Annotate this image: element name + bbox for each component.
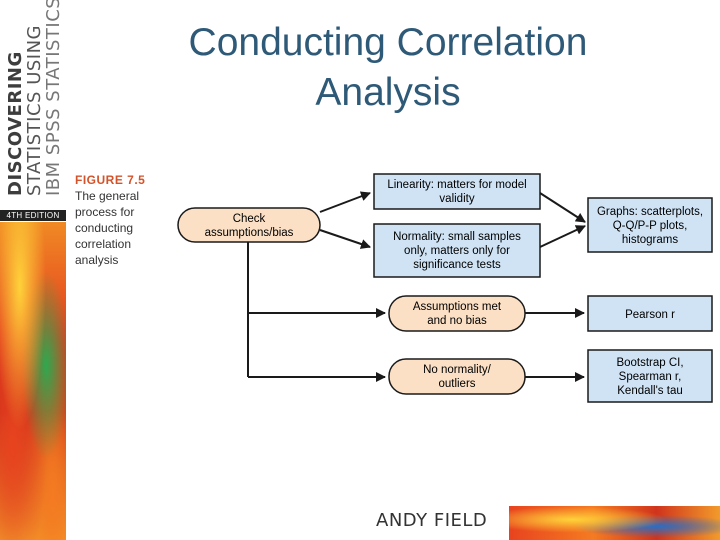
node-graphs: Graphs: scatterplots, Q-Q/P-P plots, his… [587,197,713,253]
caption-line-1: The general [75,189,140,203]
node-no-normality: No normality/ outliers [388,358,526,395]
arrow-linearity-to-graphs [539,192,586,223]
node-assumptions-met: Assumptions met and no bias [388,295,526,332]
robust-line-1: Bootstrap CI, [616,357,683,369]
connectors [247,191,586,382]
arrow-start-to-normality [319,229,371,249]
met-line-1: Assumptions met [413,301,502,313]
robust-line-3: Kendall's tau [617,385,683,397]
notmet-line-1: No normality/ [423,364,492,376]
arrow-normality-to-graphs [539,225,586,248]
arrow-start-to-linearity [319,191,371,213]
figure-number: FIGURE 7.5 [75,173,146,187]
title-line-1: Conducting Correlation [188,21,588,64]
met-line-2: and no bias [427,315,487,327]
graphs-line-1: Graphs: scatterplots, [597,206,703,218]
author-name: ANDY FIELD [376,510,488,531]
edition-label: 4TH EDITION [0,210,66,221]
start-line-2: assumptions/bias [205,227,294,239]
robust-line-2: Spearman r, [619,371,682,383]
node-pearson: Pearson r [587,295,713,332]
notmet-line-2: outliers [438,378,475,390]
caption-line-5: analysis [75,253,119,267]
normality-line-2: only, matters only for [404,245,510,257]
linearity-line-1: Linearity: matters for model [387,179,526,191]
caption-line-4: correlation [75,237,132,251]
book-spine: DISCOVERING STATISTICS USING IBM SPSS ST… [0,0,66,540]
graphs-line-3: histograms [622,234,678,246]
node-check-assumptions: Check assumptions/bias [177,207,321,243]
caption-line-2: process for [75,205,135,219]
node-robust-methods: Bootstrap CI, Spearman r, Kendall's tau [587,349,713,403]
pearson-label: Pearson r [625,309,675,321]
normality-line-1: Normality: small samples [393,231,521,243]
footer-artwork [509,506,720,540]
figure-caption: FIGURE 7.5 The general process for condu… [75,172,170,268]
graphs-line-2: Q-Q/P-P plots, [613,220,688,232]
title-line-2: Analysis [315,71,461,114]
node-normality: Normality: small samples only, matters o… [373,223,541,278]
node-linearity: Linearity: matters for model validity [373,173,541,210]
normality-line-3: significance tests [413,259,501,271]
linearity-line-2: validity [439,193,474,205]
slide-title: Conducting Correlation Analysis [130,18,646,118]
start-line-1: Check [233,213,266,225]
caption-line-3: conducting [75,221,134,235]
spine-artwork [0,222,66,540]
